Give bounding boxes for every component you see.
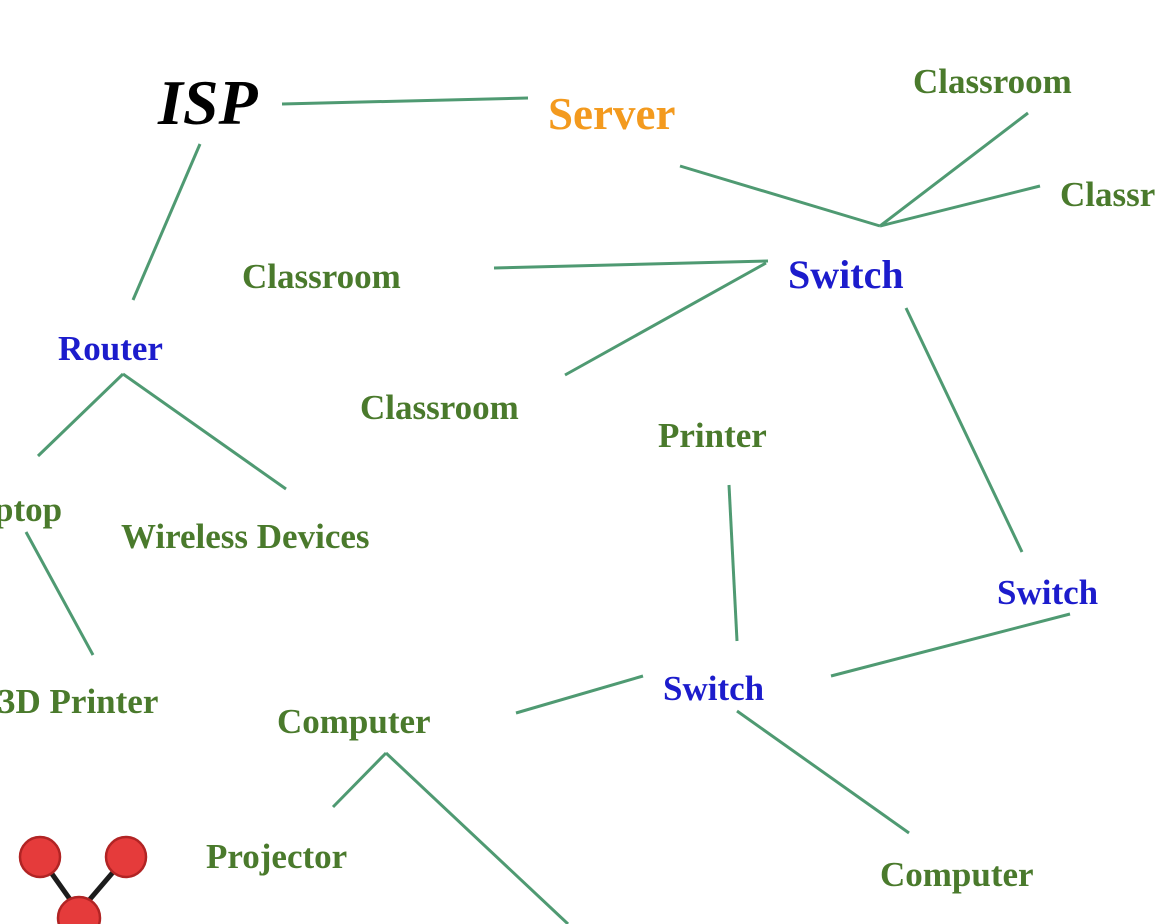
- edge-switch-switch-right: [904, 307, 1024, 553]
- classroom-right-label: Classr: [1060, 175, 1155, 214]
- edge-isp-router: [131, 143, 202, 301]
- network-node-bottom: [56, 895, 102, 924]
- edge-router-laptop: [36, 372, 125, 458]
- edge-switch-classroom-mid-left: [493, 259, 769, 270]
- edge-switch-right-switch-center: [830, 612, 1071, 678]
- printer-label: Printer: [658, 416, 767, 455]
- switch-center-label: Switch: [663, 669, 764, 708]
- network-node-right: [104, 835, 148, 879]
- edge-switch-classroom-top: [879, 111, 1029, 228]
- isp-label: ISP: [157, 67, 259, 138]
- network-node-left: [18, 835, 62, 879]
- edge-isp-server: [281, 96, 529, 106]
- computer-bottom-label: Computer: [880, 855, 1034, 894]
- edge-switch-classroom-mid: [564, 261, 767, 377]
- laptop-label: ptop: [0, 490, 62, 529]
- classroom-mid-left-label: Classroom: [242, 257, 401, 296]
- classroom-mid-label: Classroom: [360, 388, 519, 427]
- edge-switch-classroom-right: [879, 184, 1041, 228]
- edge-laptop-3d-printer: [24, 531, 95, 656]
- edge-switch-center-computer-left: [515, 674, 644, 715]
- edge-printer-switch: [727, 484, 739, 642]
- computer-left-label: Computer: [277, 702, 431, 741]
- edges: [24, 96, 1071, 924]
- classroom-top-label: Classroom: [913, 62, 1072, 101]
- edge-switch-center-computer-bottom: [736, 709, 910, 835]
- edge-router-wireless: [122, 372, 287, 491]
- edge-computer-projector: [331, 751, 388, 809]
- network-nodes-icon: [18, 835, 148, 924]
- 3d-printer-label: 3D Printer: [0, 682, 158, 721]
- edge-server-switch: [679, 164, 881, 228]
- switch-main-label: Switch: [788, 252, 904, 297]
- switch-right-label: Switch: [997, 573, 1098, 612]
- edge-computer-offscreen: [384, 751, 570, 924]
- server-label: Server: [548, 89, 675, 139]
- projector-label: Projector: [206, 837, 347, 876]
- labels: ISP Server Classroom Classr Switch Class…: [0, 62, 1155, 894]
- router-label: Router: [58, 329, 163, 368]
- wireless-devices-label: Wireless Devices: [121, 517, 370, 556]
